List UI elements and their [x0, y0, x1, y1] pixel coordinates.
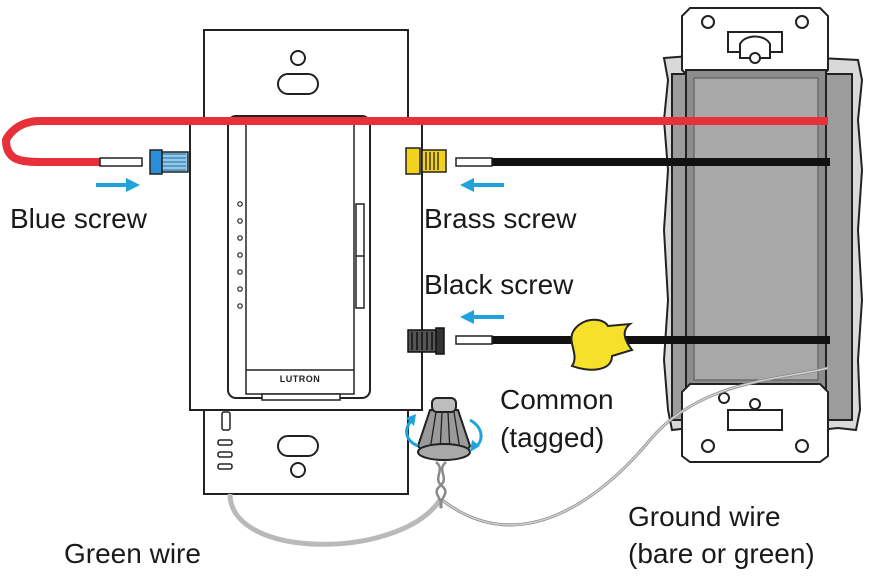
label-green-wire: Green wire: [64, 538, 201, 569]
black-wire-common: [455, 335, 830, 345]
label-common-tagged: (tagged): [500, 422, 604, 453]
green-wire: [227, 493, 443, 547]
common-tag: [570, 318, 634, 371]
twisted-wires: [435, 461, 447, 509]
label-ground-wire-detail: (bare or green): [628, 538, 815, 569]
brand-logo: LUTRON: [280, 374, 321, 384]
dimmer-device: LUTRON: [189, 29, 423, 495]
label-blue-screw: Blue screw: [10, 203, 148, 234]
led-indicators: [237, 201, 243, 309]
label-common: Common: [500, 384, 614, 415]
ground-wire: [441, 366, 829, 527]
brass-screw-icon: [405, 147, 447, 175]
black-screw-icon: [407, 327, 445, 355]
wire-nut-icon: [416, 397, 472, 461]
red-wire: [1, 117, 828, 167]
arrow-right-icon: [96, 178, 140, 192]
arrow-left-icon: [460, 310, 504, 324]
twist-arrow-icon: [470, 440, 480, 452]
blue-screw-icon: [149, 149, 189, 175]
arrow-left-icon: [460, 178, 504, 192]
label-brass-screw: Brass screw: [424, 203, 577, 234]
wall-box: [662, 7, 864, 463]
label-ground-wire: Ground wire: [628, 501, 781, 532]
black-wire-top: [455, 157, 830, 167]
twist-arrow-icon: [406, 414, 416, 426]
label-black-screw: Black screw: [424, 269, 574, 300]
